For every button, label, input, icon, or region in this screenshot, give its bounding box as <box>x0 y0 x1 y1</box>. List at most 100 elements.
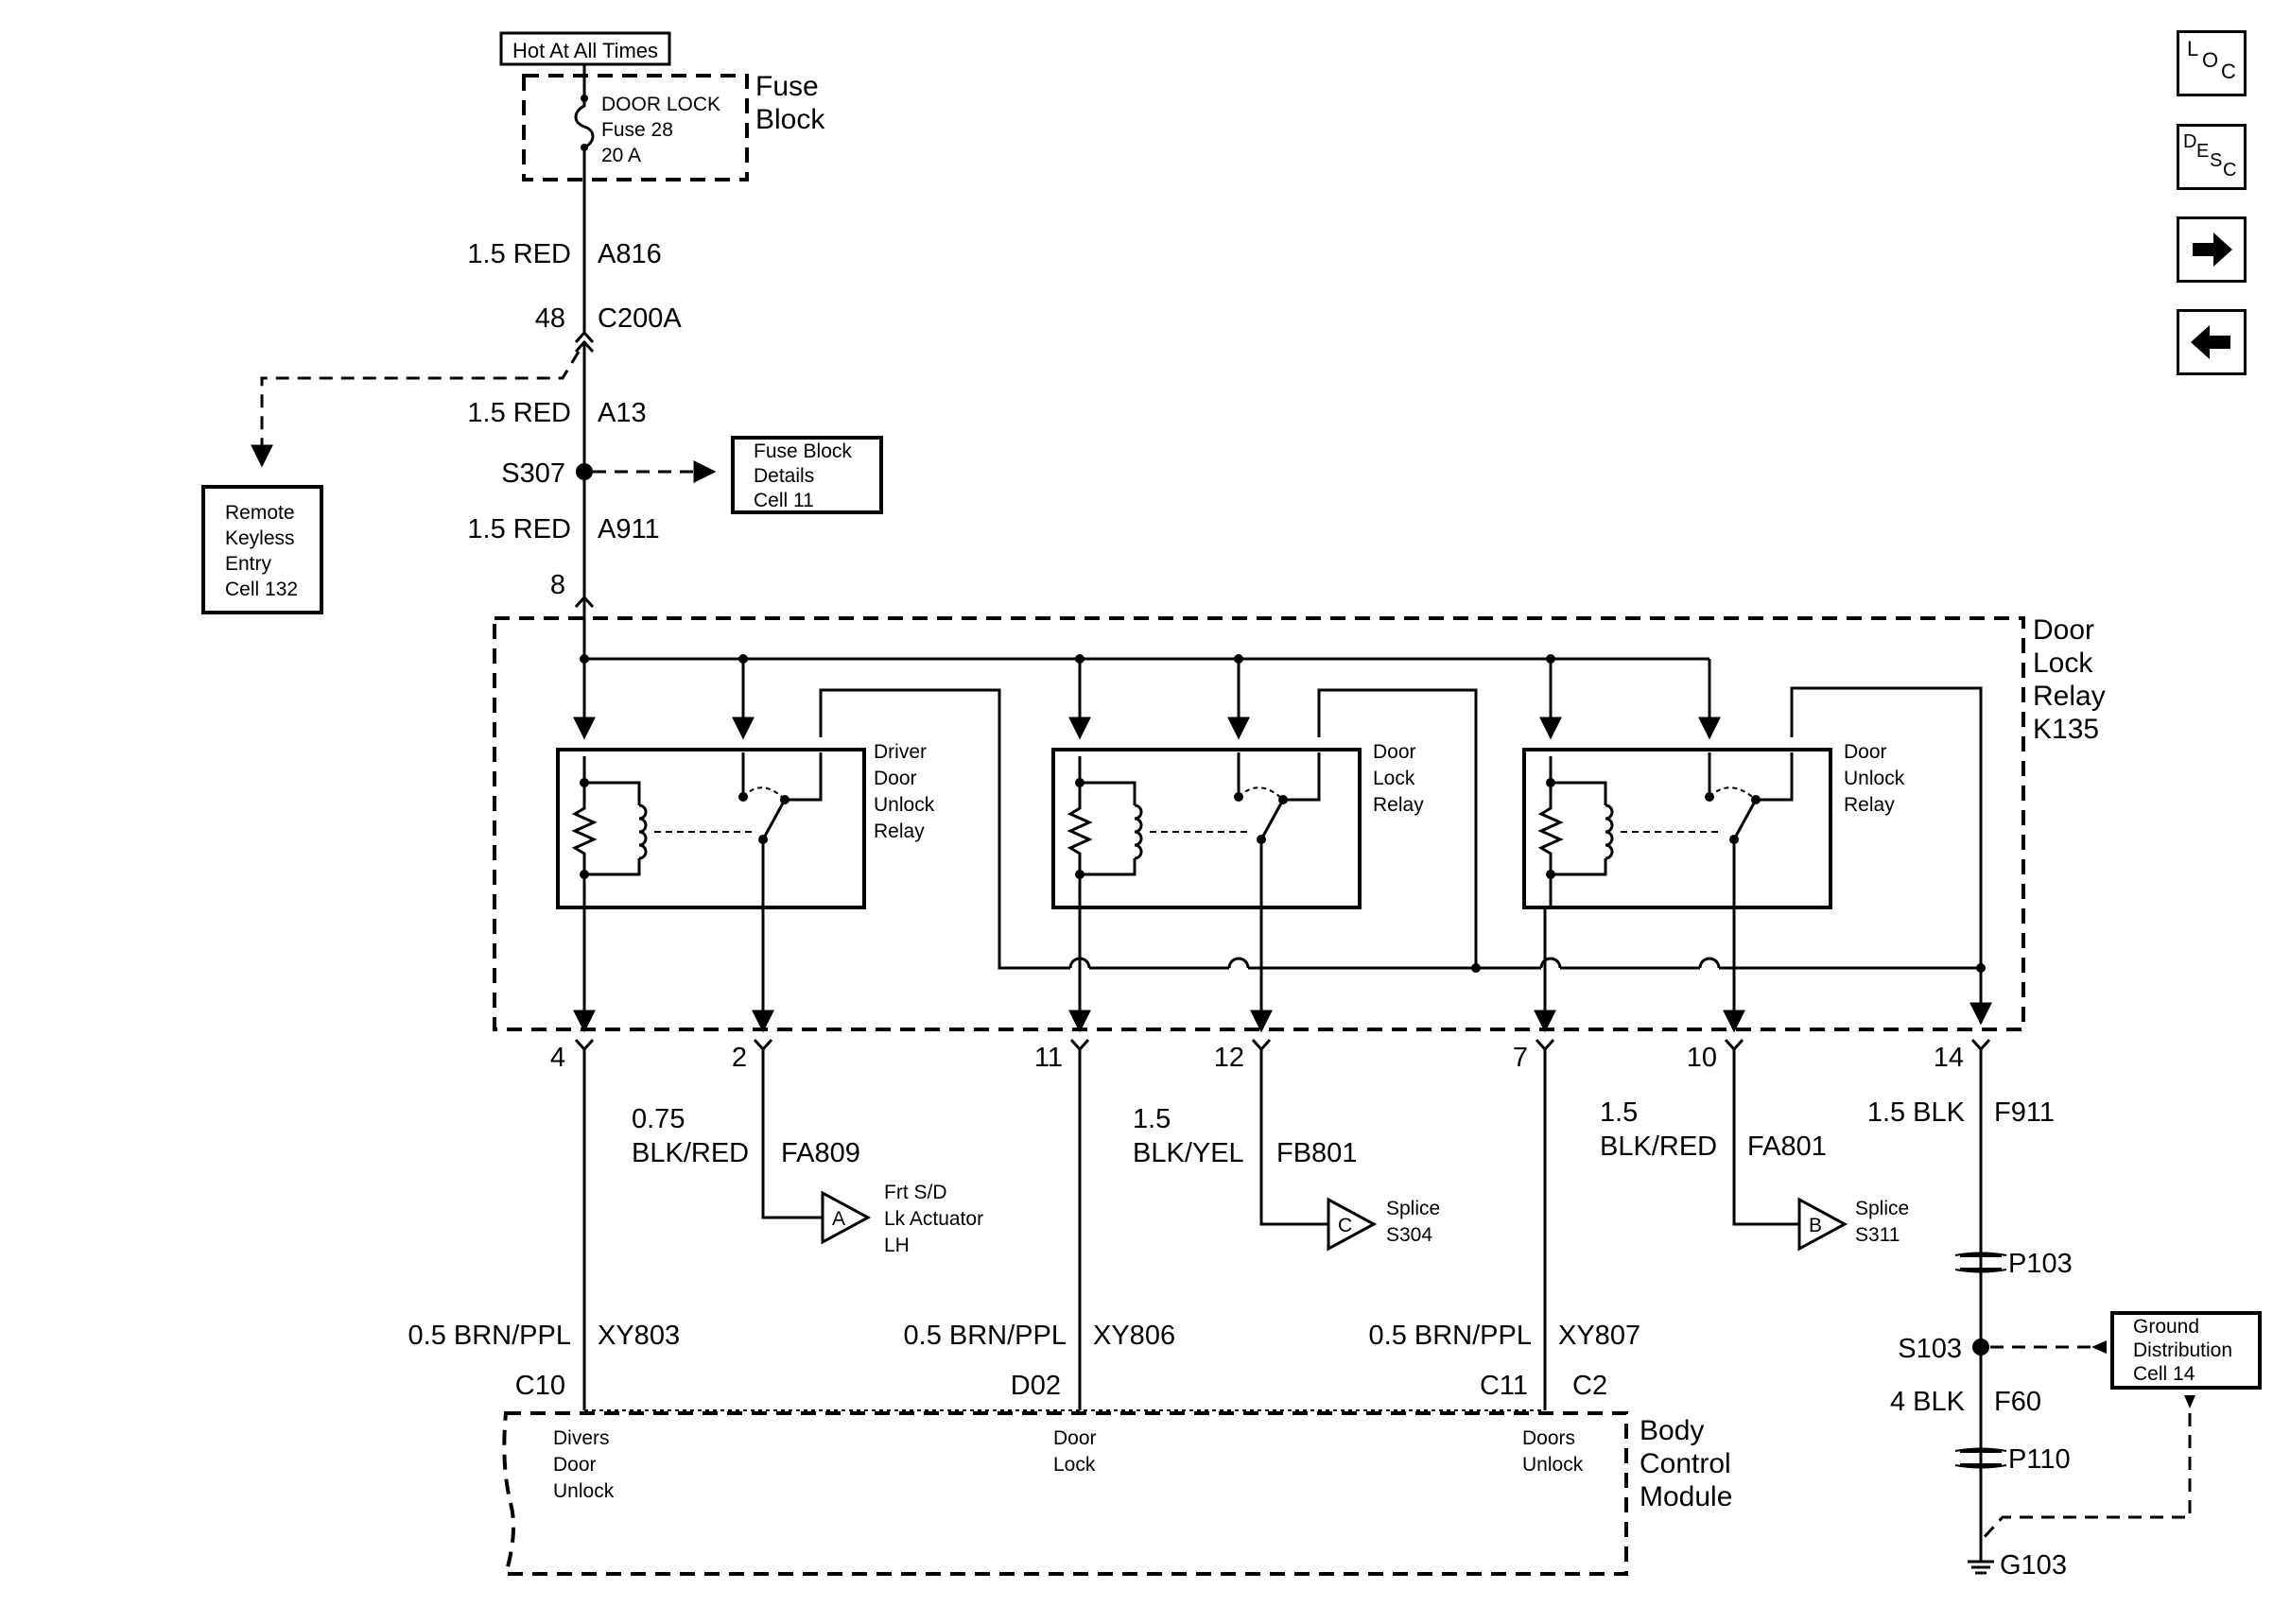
c200a-name: C200A <box>598 303 682 334</box>
relay-2-arm <box>1259 799 1285 840</box>
relay-assembly-label-2: Lock <box>2033 648 2093 679</box>
offpage-a-desc-3: LH <box>884 1235 910 1256</box>
p103-label: P103 <box>2008 1249 2073 1279</box>
xy807-gauge: 0.5 BRN/PPL <box>1369 1321 1532 1351</box>
dash-to-remote-keyless <box>251 351 581 468</box>
f60-circuit: F60 <box>1994 1387 2041 1417</box>
relay-1-resistor <box>571 783 598 874</box>
fuse-block-label-1: Fuse <box>755 71 819 102</box>
ref-fuse-block-details-l2: Details <box>754 465 814 487</box>
pin10-label: 10 <box>1687 1043 1717 1073</box>
relay-2-label-2: Lock <box>1373 768 1415 789</box>
pin14-label: 14 <box>1934 1043 1964 1073</box>
p110-label: P110 <box>2008 1444 2071 1475</box>
a911-gauge: 1.5 RED <box>467 514 571 544</box>
ref-fuse-block-details-box[interactable] <box>731 436 883 514</box>
fa801-gauge-1: 1.5 <box>1600 1097 1638 1128</box>
bcm-in-door-lock-1: Door <box>1053 1427 1097 1449</box>
offpage-b-letter: B <box>1809 1215 1822 1236</box>
bcm-connector-d02: D02 <box>1011 1371 1061 1401</box>
pin11-label: 11 <box>1034 1043 1063 1073</box>
bcm-in-driver-unlock-3: Unlock <box>553 1480 615 1502</box>
fa801-circuit: FA801 <box>1747 1132 1827 1162</box>
ref-ground-distribution-box[interactable] <box>2110 1311 2262 1390</box>
loc-icon: L O C <box>2187 37 2236 83</box>
fuse-name: DOOR LOCK <box>601 94 720 115</box>
bcm-connector-c10: C10 <box>515 1371 565 1401</box>
s103-label: S103 <box>1898 1334 1962 1364</box>
xy807-circuit: XY807 <box>1558 1321 1640 1351</box>
bus-junction-1 <box>580 654 589 664</box>
bcm-label-1: Body <box>1640 1415 1704 1446</box>
pin4-connector <box>574 1038 595 1052</box>
inline-connector-p110 <box>1954 1447 2007 1469</box>
svg-text:C: C <box>2223 160 2236 181</box>
bcm-connector-c11: C11 <box>1480 1371 1528 1401</box>
splice-s307 <box>576 463 593 480</box>
f911-gauge: 1.5 BLK <box>1867 1097 1966 1128</box>
c200a-pin: 48 <box>535 303 565 334</box>
svg-text:O: O <box>2202 48 2218 72</box>
offpage-connector-c[interactable] <box>1327 1197 1378 1252</box>
ref-ground-distribution-l1: Ground <box>2133 1316 2199 1338</box>
relay-2-coil <box>1134 803 1143 860</box>
relay-3-arm <box>1732 799 1758 840</box>
relay-1-coil-return <box>584 858 641 876</box>
relay-2-coil-left <box>1080 781 1136 805</box>
relay-1-label-4: Relay <box>874 821 925 842</box>
fuse-number: Fuse 28 <box>601 119 673 141</box>
relay-2-coil-return <box>1080 858 1136 876</box>
svg-text:E: E <box>2196 141 2209 162</box>
next-page-button[interactable] <box>2177 216 2247 283</box>
xy806-gauge: 0.5 BRN/PPL <box>904 1321 1067 1351</box>
fa809-gauge-1: 0.75 <box>632 1104 685 1134</box>
ref-remote-keyless-l1: Remote <box>225 502 295 524</box>
ref-ground-distribution-l2: Distribution <box>2133 1339 2232 1361</box>
fa801-gauge-2: BLK/RED <box>1600 1132 1717 1162</box>
offpage-connector-a[interactable] <box>821 1190 872 1245</box>
relay-2-no <box>1283 752 1321 802</box>
bcm-in-driver-unlock-2: Door <box>553 1454 597 1476</box>
relay-2-box <box>1051 748 1362 909</box>
pin7-label: 7 <box>1513 1043 1528 1073</box>
fuse-block-outline <box>522 74 749 181</box>
relay-2-label-3: Relay <box>1373 794 1424 816</box>
fuse-symbol <box>574 98 595 156</box>
relay-driver-door-unlock: Driver Door Unlock Relay <box>556 741 935 909</box>
relay-1-coil-left <box>584 781 641 805</box>
pin8-label: 8 <box>550 570 565 600</box>
desc-button[interactable]: D E S C <box>2177 124 2247 190</box>
relay-2-label-1: Door <box>1373 741 1416 763</box>
relay-door-unlock: Door Unlock Relay <box>1522 741 1905 909</box>
pin10-connector <box>1724 1038 1744 1052</box>
xy803-gauge: 0.5 BRN/PPL <box>408 1321 571 1351</box>
relay-2-resistor <box>1067 783 1093 874</box>
offpage-connector-b[interactable] <box>1797 1197 1848 1252</box>
inline-connector-p103 <box>1954 1252 2007 1273</box>
loc-button[interactable]: L O C <box>2177 30 2247 96</box>
pin11-connector <box>1069 1038 1090 1052</box>
offpage-a-desc-1: Frt S/D <box>884 1182 947 1203</box>
prev-page-button[interactable] <box>2177 309 2247 375</box>
a816-circuit: A816 <box>598 239 662 269</box>
ref-remote-keyless-box[interactable] <box>201 485 323 614</box>
relay-assembly-label-1: Door <box>2033 614 2094 646</box>
svg-text:L: L <box>2187 37 2198 60</box>
offpage-c-desc-1: Splice <box>1386 1198 1440 1219</box>
relay-3-coil-return <box>1551 858 1607 876</box>
relay-3-no <box>1756 752 1794 802</box>
r1-no-to-ground-bus <box>819 688 1070 970</box>
relay-3-box <box>1522 748 1832 909</box>
svg-text:D: D <box>2183 131 2196 152</box>
offpage-b-desc-1: Splice <box>1855 1198 1909 1219</box>
bcm-in-doors-unlock-1: Doors <box>1522 1427 1575 1449</box>
relay-door-lock: Door Lock Relay <box>1051 741 1424 909</box>
a816-gauge: 1.5 RED <box>467 239 571 269</box>
fb801-gauge-2: BLK/YEL <box>1133 1138 1244 1168</box>
ref-fuse-block-details-l1: Fuse Block <box>754 441 852 462</box>
s307-label: S307 <box>501 458 565 489</box>
bcm-in-door-lock-2: Lock <box>1053 1454 1096 1476</box>
offpage-a-letter: A <box>832 1208 845 1230</box>
fa809-circuit: FA809 <box>781 1138 860 1168</box>
